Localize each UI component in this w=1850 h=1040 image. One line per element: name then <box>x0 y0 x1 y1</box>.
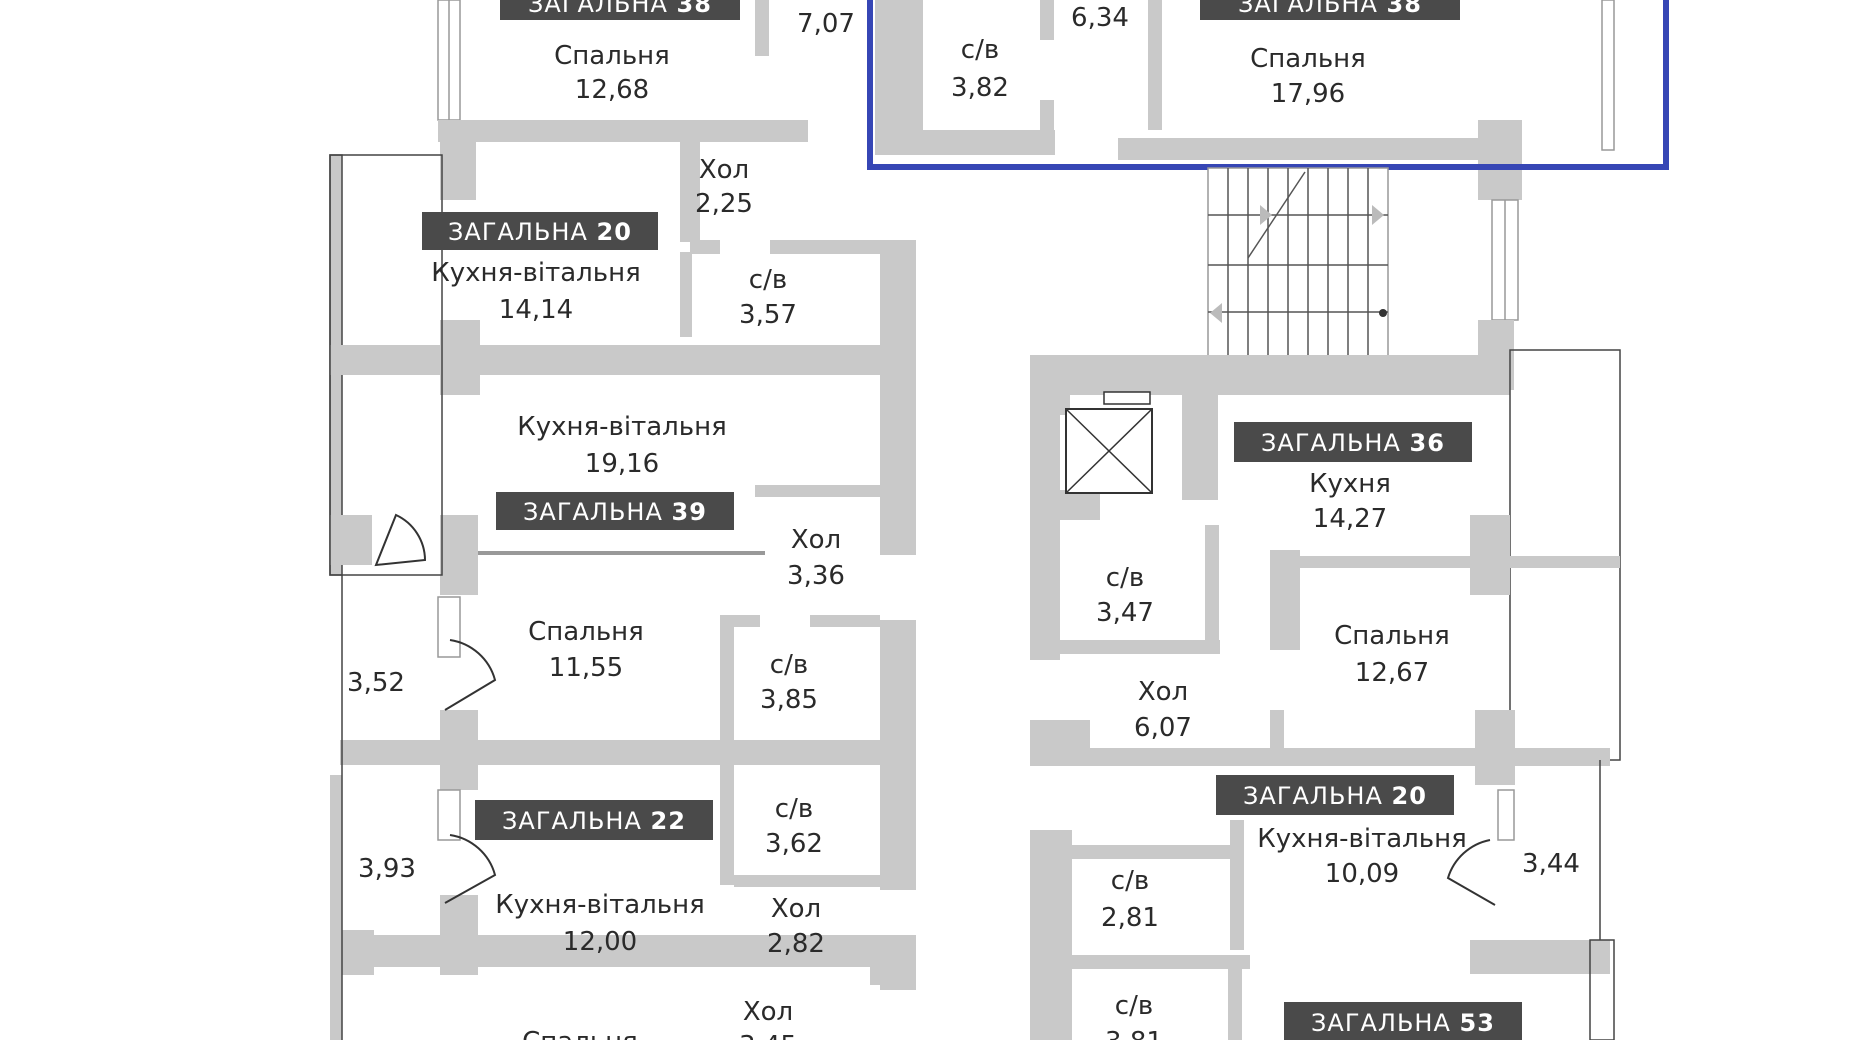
room-area: 11,55 <box>549 653 623 683</box>
badge-area-39: ЗАГАЛЬНА 39 <box>496 492 734 530</box>
room-name: Кухня-вітальня <box>431 258 640 288</box>
door-swing-icon <box>444 834 497 904</box>
room-area: 14,14 <box>499 295 573 325</box>
room-name: Хол <box>791 525 841 555</box>
room-name: Хол <box>699 155 749 185</box>
svg-text:ЗАГАЛЬНА 53: ЗАГАЛЬНА 53 <box>1311 1009 1495 1037</box>
room-name: Кухня <box>1309 469 1391 499</box>
room-area: 2,81 <box>1101 903 1159 933</box>
elevator-icon <box>1065 391 1153 494</box>
room-name: с/в <box>775 794 813 824</box>
left-block-walls <box>329 0 916 1040</box>
room-area: 3,93 <box>358 854 416 884</box>
svg-text:ЗАГАЛЬНА 20: ЗАГАЛЬНА 20 <box>1243 782 1427 810</box>
room-name: Кухня-вітальня <box>1257 824 1466 854</box>
room-name: Спальня <box>554 41 670 71</box>
room-area: 6,34 <box>1071 3 1129 33</box>
room-name: Хол <box>771 894 821 924</box>
svg-text:ЗАГАЛЬНА 38: ЗАГАЛЬНА 38 <box>1238 0 1422 18</box>
right-block-walls <box>1030 320 1621 1040</box>
room-area: 6,07 <box>1134 713 1192 743</box>
stair-arrow-icon <box>1260 205 1272 225</box>
selected-apartment-outline[interactable] <box>867 0 1669 170</box>
room-area: 3,52 <box>347 668 405 698</box>
room-area: 3,47 <box>1096 598 1154 628</box>
room-area: 3,81 <box>1105 1027 1163 1040</box>
svg-text:ЗАГАЛЬНА 22: ЗАГАЛЬНА 22 <box>502 807 686 835</box>
badge-top-right: ЗАГАЛЬНА 38 <box>1200 0 1460 20</box>
badge-top-left: ЗАГАЛЬНА 38 <box>500 0 740 20</box>
stair-arrow-icon <box>1372 205 1384 225</box>
room-area: 10,09 <box>1325 859 1399 889</box>
room-name: с/в <box>1111 866 1149 896</box>
room-area: 3,82 <box>951 73 1009 103</box>
room-area: 14,27 <box>1313 504 1387 534</box>
svg-text:ЗАГАЛЬНА 39: ЗАГАЛЬНА 39 <box>523 498 707 526</box>
badge-area-20-left: ЗАГАЛЬНА 20 <box>422 212 658 250</box>
room-area: 3,36 <box>787 561 845 591</box>
door-swing-icon <box>444 639 497 711</box>
room-area: 3,62 <box>765 829 823 859</box>
room-area: 12,67 <box>1355 658 1429 688</box>
room-name: Кухня-вітальня <box>517 412 726 442</box>
top-right-walls <box>875 0 1615 321</box>
badge-area-53: ЗАГАЛЬНА 53 <box>1284 1002 1522 1040</box>
room-area: 2,25 <box>695 189 753 219</box>
room-area: 3,45 <box>739 1031 797 1040</box>
room-area: 3,85 <box>760 685 818 715</box>
door-swing-icon <box>374 513 427 567</box>
door-swing-icon <box>1446 839 1496 906</box>
room-name: Спальня <box>522 1027 638 1040</box>
badge-area-22: ЗАГАЛЬНА 22 <box>475 800 713 840</box>
room-name: с/в <box>1115 991 1153 1021</box>
room-area: 12,00 <box>563 927 637 957</box>
room-name: Кухня-вітальня <box>495 890 704 920</box>
badge-area-36: ЗАГАЛЬНА 36 <box>1234 422 1472 462</box>
room-area: 12,68 <box>575 75 649 105</box>
room-name: Хол <box>1138 677 1188 707</box>
svg-text:ЗАГАЛЬНА 20: ЗАГАЛЬНА 20 <box>448 218 632 246</box>
svg-text:ЗАГАЛЬНА 38: ЗАГАЛЬНА 38 <box>528 0 712 18</box>
room-name: Хол <box>743 997 793 1027</box>
room-area: 3,57 <box>739 300 797 330</box>
room-name: с/в <box>749 265 787 295</box>
room-area: 3,44 <box>1522 849 1580 879</box>
room-name: с/в <box>770 650 808 680</box>
badge-area-20-right: ЗАГАЛЬНА 20 <box>1216 775 1454 815</box>
room-name: с/в <box>961 35 999 65</box>
room-area: 7,07 <box>797 9 855 39</box>
stair-arrow-icon <box>1210 303 1222 323</box>
room-area: 19,16 <box>585 449 659 479</box>
staircase <box>1207 167 1389 357</box>
room-name: Спальня <box>528 617 644 647</box>
room-name: Спальня <box>1250 44 1366 74</box>
room-name: Спальня <box>1334 621 1450 651</box>
svg-text:ЗАГАЛЬНА 36: ЗАГАЛЬНА 36 <box>1261 429 1445 457</box>
room-area: 17,96 <box>1271 79 1345 109</box>
room-name: с/в <box>1106 563 1144 593</box>
room-area: 2,82 <box>767 929 825 959</box>
